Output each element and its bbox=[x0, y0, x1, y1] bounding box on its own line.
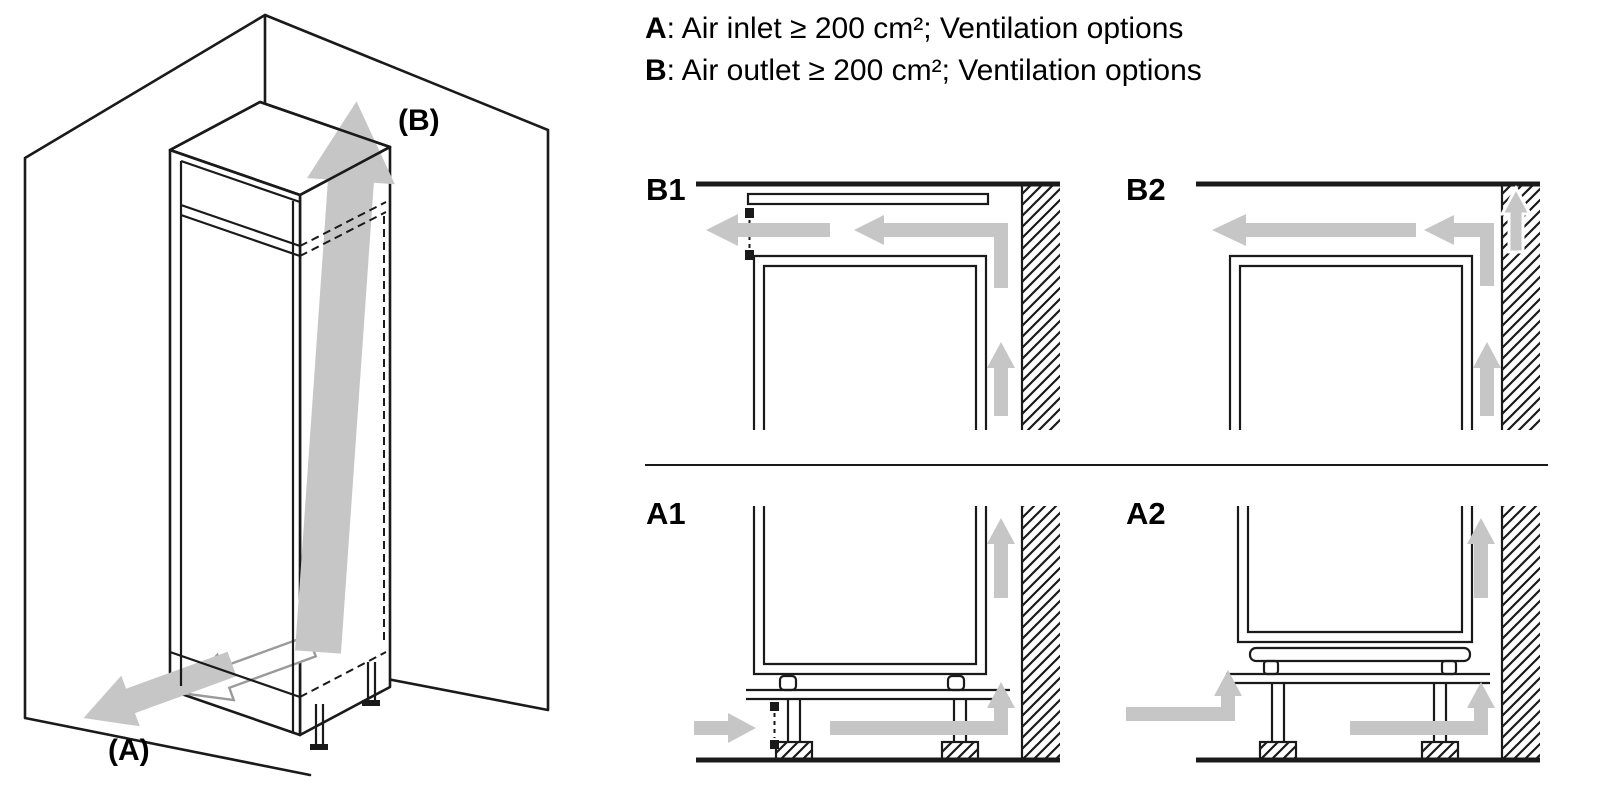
legend: A: Air inlet ≥ 200 cm²; Ventilation opti… bbox=[645, 8, 1202, 92]
legend-line-air-inlet: A: Air inlet ≥ 200 cm²; Ventilation opti… bbox=[645, 8, 1202, 50]
furniture-top-panel bbox=[746, 192, 990, 206]
panel-b2-drawing bbox=[1196, 181, 1540, 430]
legend-key-b: B bbox=[645, 54, 667, 87]
wall-hatch bbox=[1022, 182, 1060, 430]
air-inlet-label: (A) bbox=[108, 734, 150, 767]
cabinet-legs bbox=[310, 662, 380, 750]
panel-b1-label: B1 bbox=[646, 172, 686, 207]
cabinet-detail-lines bbox=[168, 100, 392, 732]
panel-b1-drawing bbox=[696, 181, 1060, 430]
appliance-outline bbox=[1228, 254, 1474, 430]
legend-text-a: : Air inlet ≥ 200 cm²; Ventilation optio… bbox=[666, 12, 1184, 45]
plinth-rail bbox=[746, 688, 1010, 701]
airflow-arrows bbox=[1126, 518, 1495, 735]
appliance-outline bbox=[752, 254, 988, 430]
appliance-outline bbox=[752, 506, 988, 676]
appliance-foot bbox=[946, 674, 966, 692]
appliance-foot bbox=[778, 674, 798, 692]
wall-hatch bbox=[1022, 506, 1060, 760]
panel-b1: B1 bbox=[630, 168, 1070, 458]
panel-b2-label: B2 bbox=[1126, 172, 1166, 207]
airflow-arrows bbox=[706, 214, 1015, 416]
plinth-rail bbox=[1226, 672, 1490, 685]
air-inlet-arrow bbox=[83, 651, 237, 727]
appliance-foot bbox=[1440, 659, 1458, 676]
air-outlet-arrow bbox=[295, 101, 395, 654]
panel-b2: B2 bbox=[1110, 168, 1550, 458]
plinth-legs bbox=[774, 699, 980, 762]
appliance-outline bbox=[1236, 506, 1474, 644]
isometric-view: (B) (A) bbox=[23, 13, 550, 777]
legend-key-a: A bbox=[645, 12, 667, 45]
airflow-arrows bbox=[694, 518, 1015, 743]
airflow-arrows bbox=[1212, 184, 1533, 416]
air-outlet-label: (B) bbox=[398, 104, 440, 137]
front-vent-marker bbox=[770, 702, 779, 749]
panel-a2-drawing bbox=[1126, 506, 1540, 763]
panel-a1-drawing bbox=[694, 506, 1060, 763]
wall-hatch bbox=[1502, 506, 1540, 760]
panel-a1-label: A1 bbox=[646, 496, 686, 531]
section-divider bbox=[645, 464, 1548, 466]
legend-text-b: : Air outlet ≥ 200 cm²; Ventilation opti… bbox=[666, 54, 1202, 87]
appliance-foot bbox=[1262, 659, 1280, 676]
front-vent-marker bbox=[745, 208, 754, 260]
legend-line-air-outlet: B: Air outlet ≥ 200 cm²; Ventilation opt… bbox=[645, 50, 1202, 92]
panel-a2-label: A2 bbox=[1126, 496, 1166, 531]
panel-a2: A2 bbox=[1110, 492, 1550, 782]
panel-a1: A1 bbox=[630, 492, 1070, 782]
base-vent-grille bbox=[1248, 646, 1472, 663]
room-corner-walls bbox=[23, 13, 550, 777]
plinth-legs bbox=[1258, 683, 1460, 762]
